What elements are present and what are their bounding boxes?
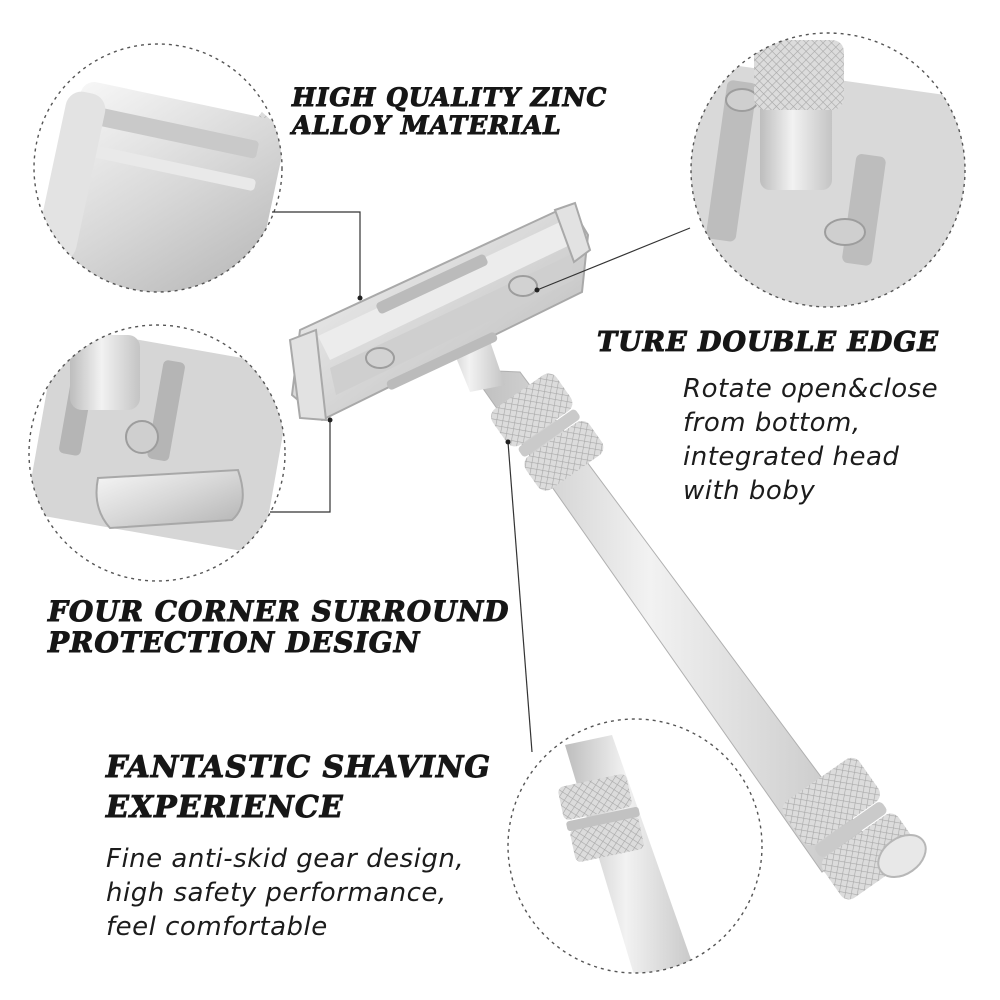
feature-title-line: HIGH QUALITY ZINC bbox=[291, 83, 608, 112]
feature-desc-line: high safety performance, bbox=[106, 878, 447, 908]
feature-desc-line: integrated head bbox=[683, 442, 900, 472]
callout-line-grip bbox=[507, 441, 533, 753]
feature-title-line: FANTASTIC SHAVING bbox=[106, 750, 491, 786]
feature-title-line: EXPERIENCE bbox=[106, 790, 344, 826]
feature-title-double-edge: TURE DOUBLE EDGE bbox=[597, 327, 939, 358]
callout-dots bbox=[327, 287, 540, 445]
razor-main bbox=[288, 201, 927, 900]
callout-lines bbox=[270, 211, 691, 753]
feature-title-line: PROTECTION DESIGN bbox=[47, 626, 421, 660]
feature-desc-shaving: Fine anti-skid gear design, high safety … bbox=[106, 842, 464, 944]
detail-circle-corner bbox=[28, 324, 286, 582]
callout-line-corner bbox=[270, 420, 331, 513]
feature-desc-line: with boby bbox=[683, 476, 816, 506]
feature-title-corner: FOUR CORNER SURROUND PROTECTION DESIGN bbox=[47, 595, 510, 660]
feature-title-line: ALLOY MATERIAL bbox=[291, 111, 562, 140]
feature-desc-line: Fine anti-skid gear design, bbox=[106, 844, 465, 874]
callout-line-zinc bbox=[272, 211, 361, 298]
feature-title-shaving: FANTASTIC SHAVING EXPERIENCE bbox=[106, 748, 491, 828]
feature-title-zinc: HIGH QUALITY ZINC ALLOY MATERIAL bbox=[291, 83, 608, 140]
feature-desc-line: from bottom, bbox=[683, 408, 861, 438]
callout-line-double-edge bbox=[536, 227, 691, 291]
feature-desc-double-edge: Rotate open&close from bottom, integrate… bbox=[683, 372, 938, 508]
detail-circle-grip bbox=[507, 718, 763, 974]
detail-circle-head-end bbox=[33, 43, 283, 293]
feature-desc-line: feel comfortable bbox=[106, 912, 328, 942]
feature-title-line: FOUR CORNER SURROUND bbox=[47, 595, 510, 628]
detail-circle-post bbox=[690, 32, 966, 308]
feature-desc-line: Rotate open&close bbox=[683, 374, 939, 404]
